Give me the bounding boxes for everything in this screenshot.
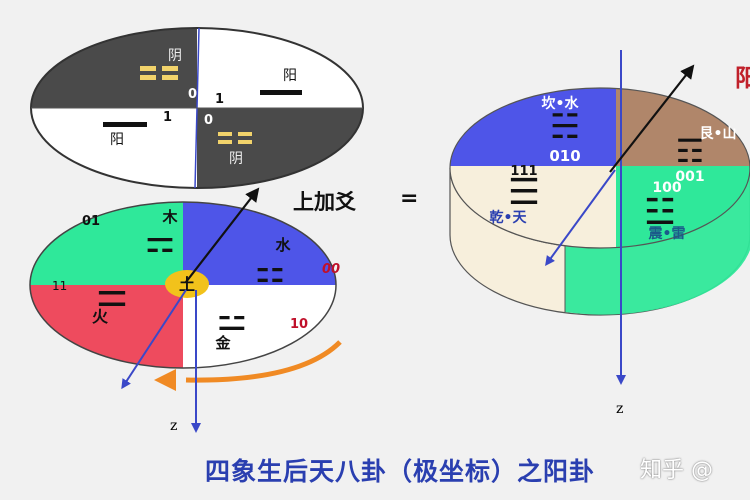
z-axis-label-left: z xyxy=(170,418,177,434)
cylinder-side-green xyxy=(565,175,750,315)
yang-top-label: 阳 xyxy=(283,68,297,84)
gen-label: 艮•山 xyxy=(700,126,737,142)
zhen-trigram-icon: ☳ xyxy=(644,192,676,233)
rotation-arrowhead-icon xyxy=(154,369,176,391)
bit-label: 1 xyxy=(215,92,224,107)
qian-trigram-icon: ☰ xyxy=(508,172,540,213)
earth-label: 土 xyxy=(179,275,195,294)
earth-center xyxy=(165,270,209,298)
quadrant-kan xyxy=(450,88,620,170)
bit-label: 0 xyxy=(188,87,197,102)
bit-label: 1 xyxy=(163,110,172,125)
wood-label: 木 xyxy=(161,208,178,226)
taiyin-icon: ⚏ xyxy=(255,251,285,291)
water-label: 水 xyxy=(275,236,291,254)
kan-label: 坎•水 xyxy=(542,95,580,112)
gen-code: 001 xyxy=(675,169,704,185)
operator-label: 上加爻 xyxy=(293,190,356,214)
water-code: 00 xyxy=(322,262,340,277)
kan-code: 010 xyxy=(549,147,580,165)
yang-line-icon xyxy=(260,90,302,95)
left-axes xyxy=(121,187,260,433)
taiyang-icon: ⚌ xyxy=(96,274,128,315)
shaoyin-icon: ⚎ xyxy=(145,221,175,261)
equals-sign: = xyxy=(400,186,419,211)
fire-label: 火 xyxy=(92,307,109,326)
bagua-cylinder: 坎•水 ☵ 010 艮•山 ☶ 001 111 ☰ 乾•天 100 ☳ 震•雷 xyxy=(449,87,750,316)
zhen-code: 100 xyxy=(652,180,681,196)
quadrant-metal xyxy=(183,285,336,368)
quadrant-yin-bottom xyxy=(197,108,363,188)
quadrant-yin-top xyxy=(31,28,198,110)
kan-trigram-icon: ☵ xyxy=(550,107,580,147)
metal-code: 10 xyxy=(290,317,308,332)
yin-top-label: 阴 xyxy=(168,48,182,64)
watermark: 知乎 @ xyxy=(640,458,713,483)
qian-code: 111 xyxy=(510,164,537,179)
z-axis-label-right: z xyxy=(616,401,623,417)
sixiang-disc: 阴 0 阳 1 阳 1 0 阴 xyxy=(30,27,364,189)
wood-code: 01 xyxy=(82,214,100,229)
qian-label: 乾•天 xyxy=(490,209,528,226)
gen-trigram-icon: ☶ xyxy=(676,132,705,170)
yang-bottom-label: 阳 xyxy=(110,132,124,148)
yin-bottom-label: 阴 xyxy=(229,151,243,167)
shaoyang-icon: ⚍ xyxy=(217,299,247,339)
rotation-arrow xyxy=(185,340,342,383)
fire-code: 11 xyxy=(52,279,67,293)
zhen-label: 震•雷 xyxy=(648,225,686,242)
metal-label: 金 xyxy=(214,334,231,352)
corner-label: 阳 xyxy=(735,64,750,92)
diagram-title: 四象生后天八卦（极坐标）之阳卦 xyxy=(205,457,596,486)
bit-label: 0 xyxy=(204,113,213,128)
yang-line-icon xyxy=(103,122,147,127)
right-axes xyxy=(545,50,695,385)
wuxing-disc: 01 木 ⚎ 水 ⚏ 00 11 ⚌ 火 ⚍ 金 10 土 xyxy=(29,201,342,391)
